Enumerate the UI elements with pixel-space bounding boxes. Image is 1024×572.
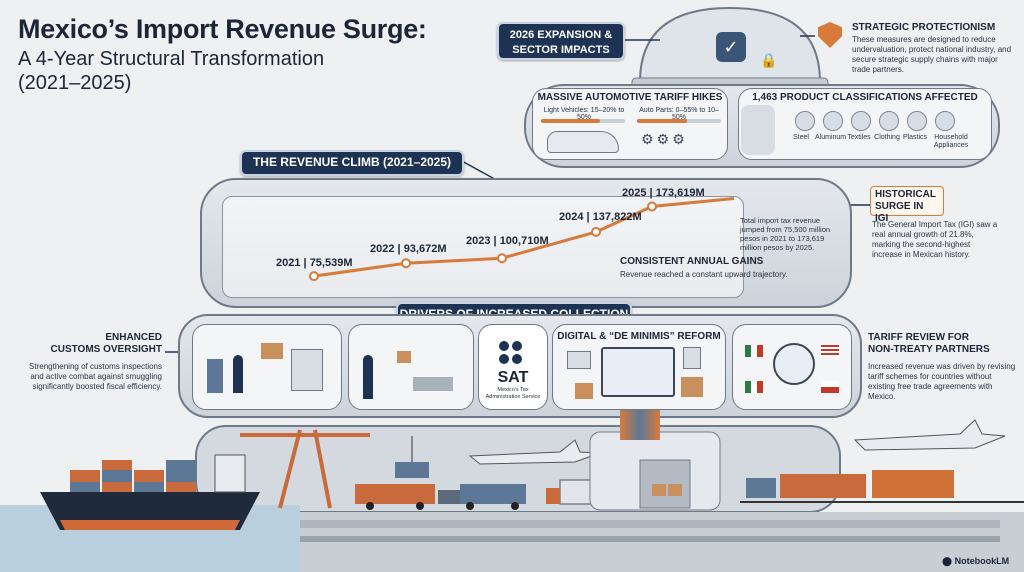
appliances-icon xyxy=(935,111,955,131)
auto-parts-label: Auto Parts: 0–55% to 10–50% xyxy=(639,107,719,121)
partner-flag-icon xyxy=(821,381,839,393)
package-icon xyxy=(261,343,283,359)
calculator-icon xyxy=(683,347,701,369)
revenue-point-2025 xyxy=(647,201,657,212)
page-subtitle: A 4-Year Structural Transformation xyxy=(18,48,325,70)
expansion-badge: 2026 EXPANSION & SECTOR IMPACTS xyxy=(497,22,625,60)
data-funnel-icon xyxy=(620,410,660,440)
textiles-icon xyxy=(851,111,871,131)
laptop-icon xyxy=(567,351,591,369)
revenue-glass xyxy=(222,196,744,298)
pipe-1 xyxy=(300,520,1000,528)
mexico-flag-icon xyxy=(745,345,763,357)
gains-title: CONSISTENT ANNUAL GAINS xyxy=(620,256,764,267)
digital-panel: DIGITAL & “DE MINIMIS” REFORM xyxy=(552,324,726,410)
auto-parts-icon: ⚙⚙⚙ xyxy=(641,131,688,147)
revenue-label-2024: 2024 | 137,822M xyxy=(559,211,642,223)
inspection-scene xyxy=(348,324,474,410)
customs-scene xyxy=(192,324,342,410)
customs-text: Strengthening of customs inspections and… xyxy=(29,362,162,391)
airplane-2 xyxy=(853,419,1006,451)
pipe-2 xyxy=(300,536,1000,542)
revenue-title: THE REVENUE CLIMB (2021–2025) xyxy=(240,150,464,176)
classification-item: Textiles xyxy=(847,134,871,141)
plastics-icon xyxy=(907,111,927,131)
igi-text: The General Import Tax (IGI) saw a real … xyxy=(872,220,998,259)
sat-logo-icon xyxy=(499,341,522,364)
aluminum-icon xyxy=(823,111,843,131)
auto-parts-bar xyxy=(637,119,721,123)
classifications-title: 1,463 PRODUCT CLASSIFICATIONS AFFECTED xyxy=(752,92,978,103)
revenue-label-2025: 2025 | 173,619M xyxy=(622,187,705,199)
revenue-label-2022: 2022 | 93,672M xyxy=(370,243,447,255)
brand-watermark: ⬤ NotebookLM xyxy=(942,556,1010,566)
classification-item: Steel xyxy=(793,134,809,141)
shield-check-icon: ✓ xyxy=(716,32,746,62)
revenue-line xyxy=(313,197,735,278)
digital-title: DIGITAL & “DE MINIMIS” REFORM xyxy=(557,331,721,342)
revenue-note: Total import tax revenue jumped from 75,… xyxy=(740,216,831,252)
car-icon xyxy=(547,131,619,153)
light-vehicles-label: Light Vehicles: 15–20% to 50% xyxy=(543,107,625,121)
revenue-point-2024 xyxy=(591,226,601,237)
port-crane xyxy=(240,429,370,509)
ship-containers xyxy=(70,460,196,492)
revenue-point-2023 xyxy=(497,253,507,264)
expansion-line1: 2026 EXPANSION & xyxy=(509,29,613,41)
usa-flag-icon xyxy=(821,345,839,357)
classification-labels: Steel Aluminum Textiles Clothing Plastic… xyxy=(787,134,973,150)
scanner-icon xyxy=(291,349,323,391)
revenue-point-2021 xyxy=(309,271,319,282)
classification-item: Plastics xyxy=(902,134,928,141)
protectionism-title: STRATEGIC PROTECTIONISM xyxy=(852,22,996,33)
lock-icon: 🔒 xyxy=(760,52,778,68)
revenue-label-2021: 2021 | 75,539M xyxy=(276,257,353,269)
box-icon xyxy=(681,377,703,397)
officer-icon xyxy=(233,355,243,393)
automotive-title: MASSIVE AUTOMOTIVE TARIFF HIKES xyxy=(537,92,723,103)
brand-name: NotebookLM xyxy=(954,556,1010,566)
page-subtitle-years: (2021–2025) xyxy=(18,72,132,94)
igi-title-line1: HISTORICAL xyxy=(875,189,936,200)
shelf-icon xyxy=(741,105,775,155)
light-vehicles-bar xyxy=(541,119,625,123)
mexico-flag-icon xyxy=(745,381,763,393)
classification-item: Clothing xyxy=(874,134,900,141)
classification-item: Household Appliances xyxy=(933,134,969,149)
expansion-line2: SECTOR IMPACTS xyxy=(512,44,610,56)
box-icon xyxy=(575,383,593,399)
parcel-icon xyxy=(397,351,411,363)
igi-title-box: HISTORICAL SURGE IN IGI xyxy=(870,186,944,224)
steel-icon xyxy=(795,111,815,131)
clothing-icon xyxy=(879,111,899,131)
globe-icon xyxy=(773,343,815,385)
monitor-icon xyxy=(601,347,675,397)
freight-train xyxy=(740,470,1024,503)
tariff-review-text: Increased revenue was driven by revising… xyxy=(868,362,1016,401)
inspector-icon xyxy=(363,355,373,399)
protectionism-text: These measures are designed to reduce un… xyxy=(852,35,1012,74)
sat-name: SAT xyxy=(497,369,529,386)
gains-text: Revenue reached a constant upward trajec… xyxy=(620,270,788,279)
kiosk-icon xyxy=(207,359,223,393)
revenue-line-chart xyxy=(309,197,735,282)
hanging-container xyxy=(395,462,429,478)
automotive-panel: MASSIVE AUTOMOTIVE TARIFF HIKES Light Ve… xyxy=(532,88,728,160)
partners-panel xyxy=(732,324,852,410)
desk-icon xyxy=(413,377,453,391)
revenue-point-2022 xyxy=(401,258,411,269)
classification-item: Aluminum xyxy=(815,134,847,141)
revenue-label-2023: 2023 | 100,710M xyxy=(466,235,549,247)
classifications-panel: 1,463 PRODUCT CLASSIFICATIONS AFFECTED S… xyxy=(738,88,992,160)
classification-icons xyxy=(795,111,955,131)
page-title: Mexico’s Import Revenue Surge: xyxy=(18,14,427,44)
igi-title-line2: SURGE IN IGI xyxy=(875,201,924,224)
